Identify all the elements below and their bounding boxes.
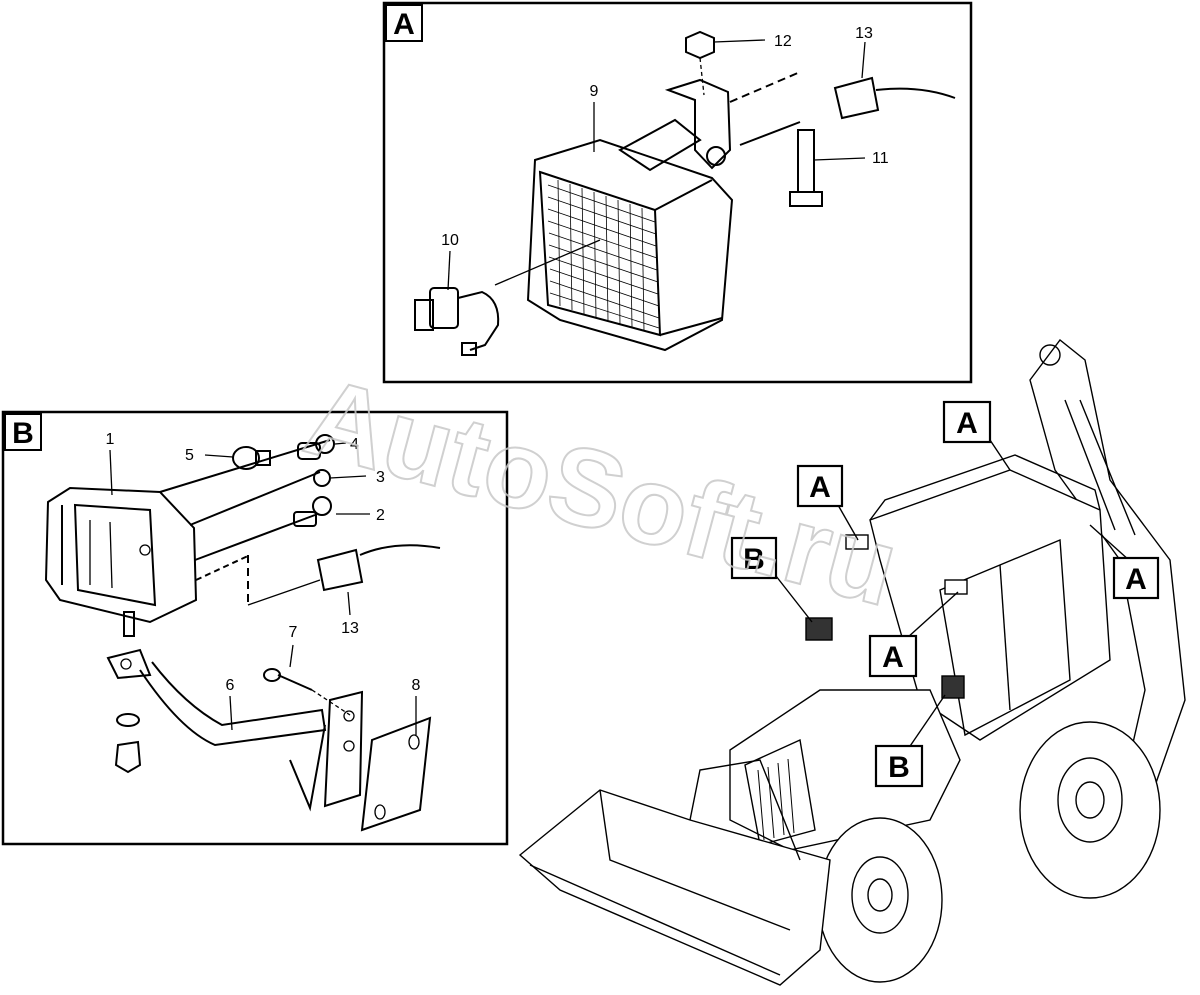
panel-a: A — [382, 1, 973, 384]
panel-b-frame — [1, 410, 509, 846]
machine-tag-b1-box — [730, 536, 778, 580]
panel-b: B — [1, 410, 509, 846]
machine-tag-b2: B — [888, 751, 910, 784]
bulbs-illustration — [204, 434, 370, 527]
halogen-bulb-illustration — [414, 239, 601, 356]
machine-tag-a3: A — [1125, 563, 1147, 596]
callout-3: 3 — [376, 469, 385, 486]
callout-10: 10 — [441, 232, 459, 249]
machine-tag-a3-box — [1112, 556, 1160, 600]
panel-a-frame — [382, 1, 973, 384]
callout-12: 12 — [774, 33, 792, 50]
mount-bolt-illustration — [263, 644, 351, 716]
connector-illustration — [833, 41, 956, 120]
mount-plate-illustration — [360, 696, 432, 832]
callout-8: 8 — [412, 677, 421, 694]
callout-5: 5 — [185, 447, 194, 464]
headlamp-illustration — [44, 439, 331, 637]
lamp-grille — [547, 179, 660, 332]
machine-tags: A A A A B B — [730, 400, 1160, 788]
callout-2: 2 — [376, 507, 385, 524]
callout-11: 11 — [872, 150, 889, 167]
panel-b-tag-box — [4, 413, 42, 451]
machine-tag-a1-box — [942, 400, 992, 444]
panel-b-tag: B — [12, 417, 34, 450]
machine-tag-b1: B — [743, 543, 765, 576]
machine-tag-a4-box — [868, 634, 918, 678]
mount-arm-illustration — [106, 648, 364, 812]
panel-a-tag: A — [393, 8, 415, 41]
backhoe-loader-illustration — [518, 339, 1186, 986]
machine-tag-a2-box — [796, 464, 844, 508]
callout-13-a: 13 — [855, 25, 873, 42]
work-lamp-illustration — [526, 71, 801, 352]
panel-a-tag-box — [385, 4, 423, 42]
callout-13-b: 13 — [341, 620, 359, 637]
connector-b-illustration — [247, 544, 441, 616]
machine-tag-a4: A — [882, 641, 904, 674]
callout-1: 1 — [106, 431, 115, 448]
machine-tag-a1: A — [956, 407, 978, 440]
callout-4: 4 — [350, 436, 359, 453]
nut-illustration — [685, 30, 766, 96]
machine-tag-a2: A — [809, 471, 831, 504]
machine-tag-b2-box — [874, 744, 924, 788]
callout-6: 6 — [226, 677, 235, 694]
callout-9: 9 — [590, 83, 599, 100]
callout-7: 7 — [289, 624, 298, 641]
bolt-illustration — [789, 129, 866, 207]
